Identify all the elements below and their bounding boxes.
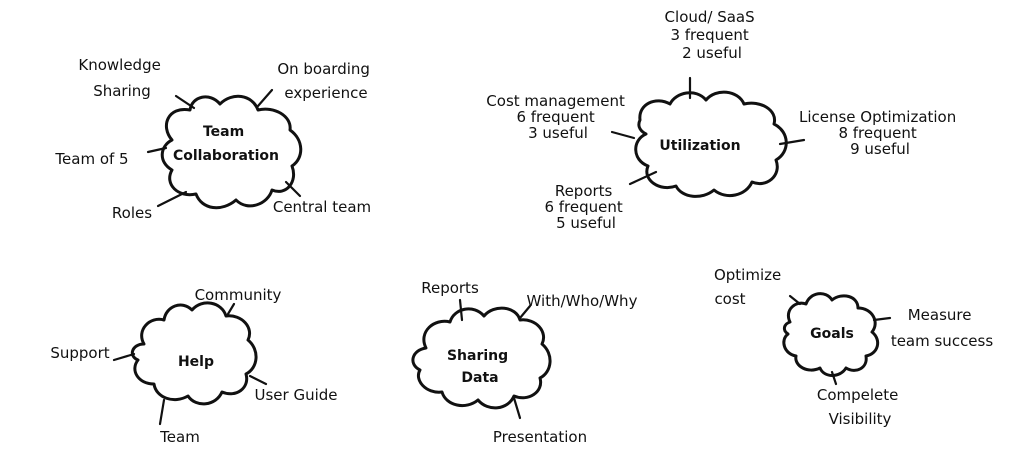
label-roles: Roles (112, 204, 152, 222)
cloud-title-goals: Goals (810, 326, 854, 342)
cloud-title-line: Data (461, 370, 498, 386)
label-line: Cost management (486, 92, 625, 110)
label-onboarding-experience: On boarding experience (277, 60, 374, 102)
cloud-shape-help (130, 301, 258, 406)
spoke-central-team (284, 180, 302, 198)
spoke-cost-management (610, 130, 636, 140)
label-knowledge-sharing: Knowledge Sharing (78, 56, 165, 100)
cloud-shape-utilization (634, 90, 788, 198)
cloud-title-line: Help (178, 354, 214, 370)
label-line: 3 frequent (670, 26, 748, 44)
label-presentation: Presentation (493, 428, 587, 446)
spoke-with-who-why (518, 304, 532, 320)
label-reports-sharing: Reports (421, 279, 479, 297)
label-line: Compelete (817, 386, 899, 404)
label-line: Reports (555, 182, 613, 200)
spoke-reports-sharing (458, 298, 464, 322)
label-line: 2 useful (682, 44, 742, 62)
spoke-team (158, 398, 166, 426)
cloud-help: Help Community Support User Guide Team (50, 286, 337, 446)
spoke-community (226, 302, 236, 316)
label-community: Community (195, 286, 282, 304)
label-line: Presentation (493, 428, 587, 446)
label-line: cost (714, 290, 745, 308)
cloud-title-line: Goals (810, 326, 854, 342)
cloud-title-team-collaboration: Team Collaboration (173, 124, 279, 164)
cloud-team-collaboration: Team Collaboration Knowledge Sharing On … (54, 56, 374, 222)
spoke-reports (628, 170, 658, 186)
label-line: With/Who/Why (527, 292, 638, 310)
label-reports-utilization: Reports 6 frequent 5 useful (544, 182, 627, 232)
label-line: experience (284, 84, 367, 102)
cloud-title-help: Help (178, 354, 214, 370)
label-line: 3 useful (528, 124, 588, 142)
spoke-presentation (512, 396, 522, 420)
label-line: Team (159, 428, 200, 446)
label-line: Central team (273, 198, 371, 216)
label-line: Measure (908, 306, 972, 324)
cloud-title-line: Collaboration (173, 148, 279, 164)
label-optimize-cost: Optimize cost (714, 266, 786, 308)
label-complete-visibility: Compelete Visibility (817, 386, 903, 428)
cloud-title-sharing-data: Sharing Data (447, 348, 513, 386)
spoke-user-guide (248, 374, 268, 386)
spoke-optimize-cost (788, 294, 802, 306)
cloud-goals: Goals Optimize cost Measure team success… (714, 266, 993, 428)
label-line: License Optimization (799, 108, 956, 126)
spoke-support (112, 352, 136, 362)
label-support: Support (50, 344, 109, 362)
label-line: 6 frequent (544, 198, 622, 216)
label-cloud-saas: Cloud/ SaaS 3 frequent 2 useful (665, 8, 760, 62)
spoke-onboarding-experience (256, 88, 274, 108)
cloud-sharing-data: Sharing Data Reports With/Who/Why Presen… (411, 279, 638, 446)
cloud-title-line: Utilization (659, 138, 740, 154)
label-line: Community (195, 286, 282, 304)
cloud-utilization: Utilization Cloud/ SaaS 3 frequent 2 use… (486, 8, 961, 232)
label-line: Cloud/ SaaS (665, 8, 755, 26)
label-line: Reports (421, 279, 479, 297)
label-line: User Guide (254, 386, 337, 404)
label-line: Knowledge (78, 56, 160, 74)
cloud-shape-sharing-data (411, 306, 552, 410)
label-central-team: Central team (273, 198, 371, 216)
label-cost-management: Cost management 6 frequent 3 useful (486, 92, 629, 142)
label-user-guide: User Guide (254, 386, 337, 404)
label-line: 5 useful (556, 214, 616, 232)
spoke-measure-team-success (872, 316, 892, 322)
label-line: 9 useful (850, 140, 910, 158)
label-line: Team of 5 (54, 150, 128, 168)
spoke-team-of-5 (146, 146, 168, 154)
label-team-of-5: Team of 5 (54, 150, 128, 168)
label-line: Support (50, 344, 109, 362)
label-line: 8 frequent (838, 124, 916, 142)
label-measure-team-success: Measure team success (891, 306, 994, 350)
label-line: Visibility (829, 410, 892, 428)
cloud-shape-goals (782, 292, 880, 377)
label-team-help: Team (159, 428, 200, 446)
label-line: Sharing (93, 82, 151, 100)
label-line: team success (891, 332, 994, 350)
label-license-optimization: License Optimization 8 frequent 9 useful (799, 108, 961, 158)
spoke-license-optimization (778, 138, 806, 146)
label-line: Optimize (714, 266, 781, 284)
cloud-title-utilization: Utilization (659, 138, 740, 154)
cloud-title-line: Sharing (447, 348, 508, 364)
label-line: 6 frequent (516, 108, 594, 126)
spoke-complete-visibility (830, 370, 838, 386)
spoke-knowledge-sharing (174, 94, 196, 110)
cloud-title-line: Team (203, 124, 244, 140)
label-line: Roles (112, 204, 152, 222)
spoke-roles (156, 190, 188, 208)
label-line: On boarding (277, 60, 370, 78)
label-with-who-why: With/Who/Why (527, 292, 638, 310)
